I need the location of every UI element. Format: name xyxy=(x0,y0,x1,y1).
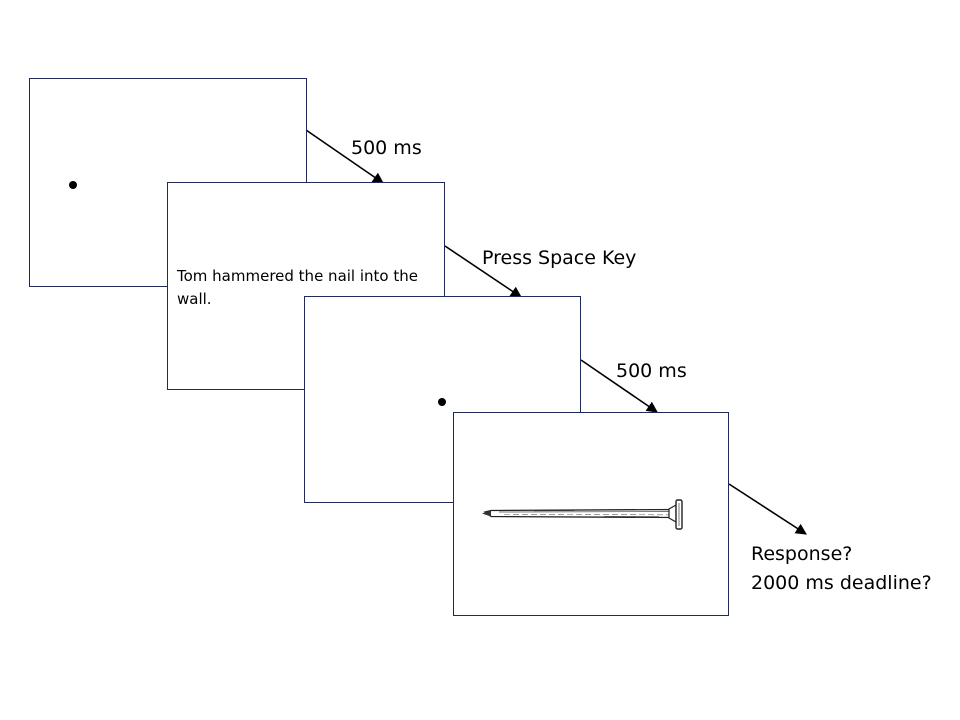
arrow-1 xyxy=(305,129,384,184)
fixation-dot xyxy=(438,398,446,406)
arrow-3 xyxy=(580,359,658,413)
picture-screen xyxy=(453,412,729,616)
transition-label-2: Press Space Key xyxy=(482,247,637,269)
transition-label-1: 500 ms xyxy=(351,137,422,159)
nail-image xyxy=(482,499,683,530)
sentence-text: Tom hammered the nail into the wall. xyxy=(177,267,418,308)
transition-label-3: 500 ms xyxy=(616,360,687,382)
arrow-4 xyxy=(728,483,807,535)
response-label: Response? xyxy=(751,543,853,565)
fixation-dot xyxy=(69,181,77,189)
arrow-2 xyxy=(444,245,522,298)
deadline-label: 2000 ms deadline? xyxy=(751,572,932,594)
